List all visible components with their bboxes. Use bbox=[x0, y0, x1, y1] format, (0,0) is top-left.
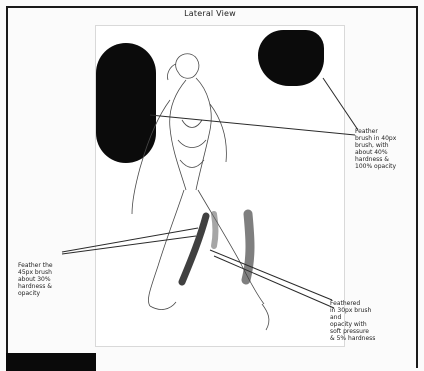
annotation-left: Feather the 45px brush about 30% hardnes… bbox=[18, 262, 80, 297]
corner-ink-block bbox=[6, 353, 96, 371]
annotation-right-top: Feather brush in 40px brush, with about … bbox=[355, 128, 415, 170]
annotation-right-bottom: Feathered in 30px brush and opacity with… bbox=[330, 300, 410, 342]
sketch-figure bbox=[132, 54, 269, 330]
leader-lines bbox=[62, 78, 358, 308]
brush-strokes bbox=[182, 214, 250, 282]
